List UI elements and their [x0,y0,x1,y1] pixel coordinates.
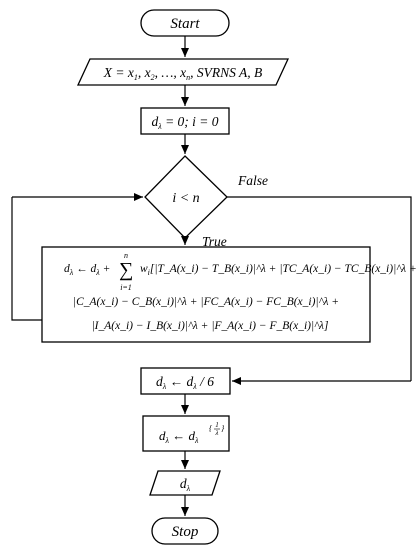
stop-terminator: Stop [151,517,219,545]
output-label: dλ [180,476,191,493]
start-terminator: Start [140,9,230,37]
update-formula-line-1: dλ ← dλ + [64,263,110,277]
update-formula-line-1-tail: wi[|T_A(x_i) − T_B(x_i)|^λ + |TC_A(x_i) … [140,263,417,277]
input-parallelogram: X = x1, x2, …, xn, SVRNS A, B [76,58,290,86]
decision-diamond: i < n [144,155,228,239]
update-process: dλ ← dλ + ∑ n i=1 wi[|T_A(x_i) − T_B(x_i… [41,246,417,343]
false-branch-label: False [237,173,268,188]
true-branch-label: True [202,234,227,249]
power-exponent-open: { [209,424,213,433]
stop-label: Stop [172,524,199,540]
loop-back-line [11,197,42,321]
update-formula-line-2: |C_A(x_i) − C_B(x_i)|^λ + |FC_A(x_i) − F… [73,296,339,308]
power-process: dλ ← dλ { 1 λ } [142,415,230,452]
power-label: dλ ← dλ [159,428,199,445]
summation-symbol: ∑ [119,259,133,281]
summation-lower-limit: i=1 [120,283,132,292]
divide-process: dλ ← dλ / 6 [140,367,231,395]
start-label: Start [170,16,200,32]
decision-label: i < n [172,191,199,206]
false-path-line [227,196,412,381]
power-exponent-close: } [221,424,225,433]
init-label: dλ = 0; i = 0 [151,114,218,131]
output-parallelogram: dλ [149,470,221,496]
init-process: dλ = 0; i = 0 [140,107,230,135]
update-formula-line-3: |I_A(x_i) − I_B(x_i)|^λ + |F_A(x_i) − F_… [92,320,329,332]
power-exponent-numerator: 1 [215,421,219,429]
power-exponent-denominator: λ [214,429,218,437]
summation-upper-limit: n [124,251,128,260]
divide-label: dλ ← dλ / 6 [156,374,214,391]
input-label: X = x1, x2, …, xn, SVRNS A, B [103,65,262,82]
